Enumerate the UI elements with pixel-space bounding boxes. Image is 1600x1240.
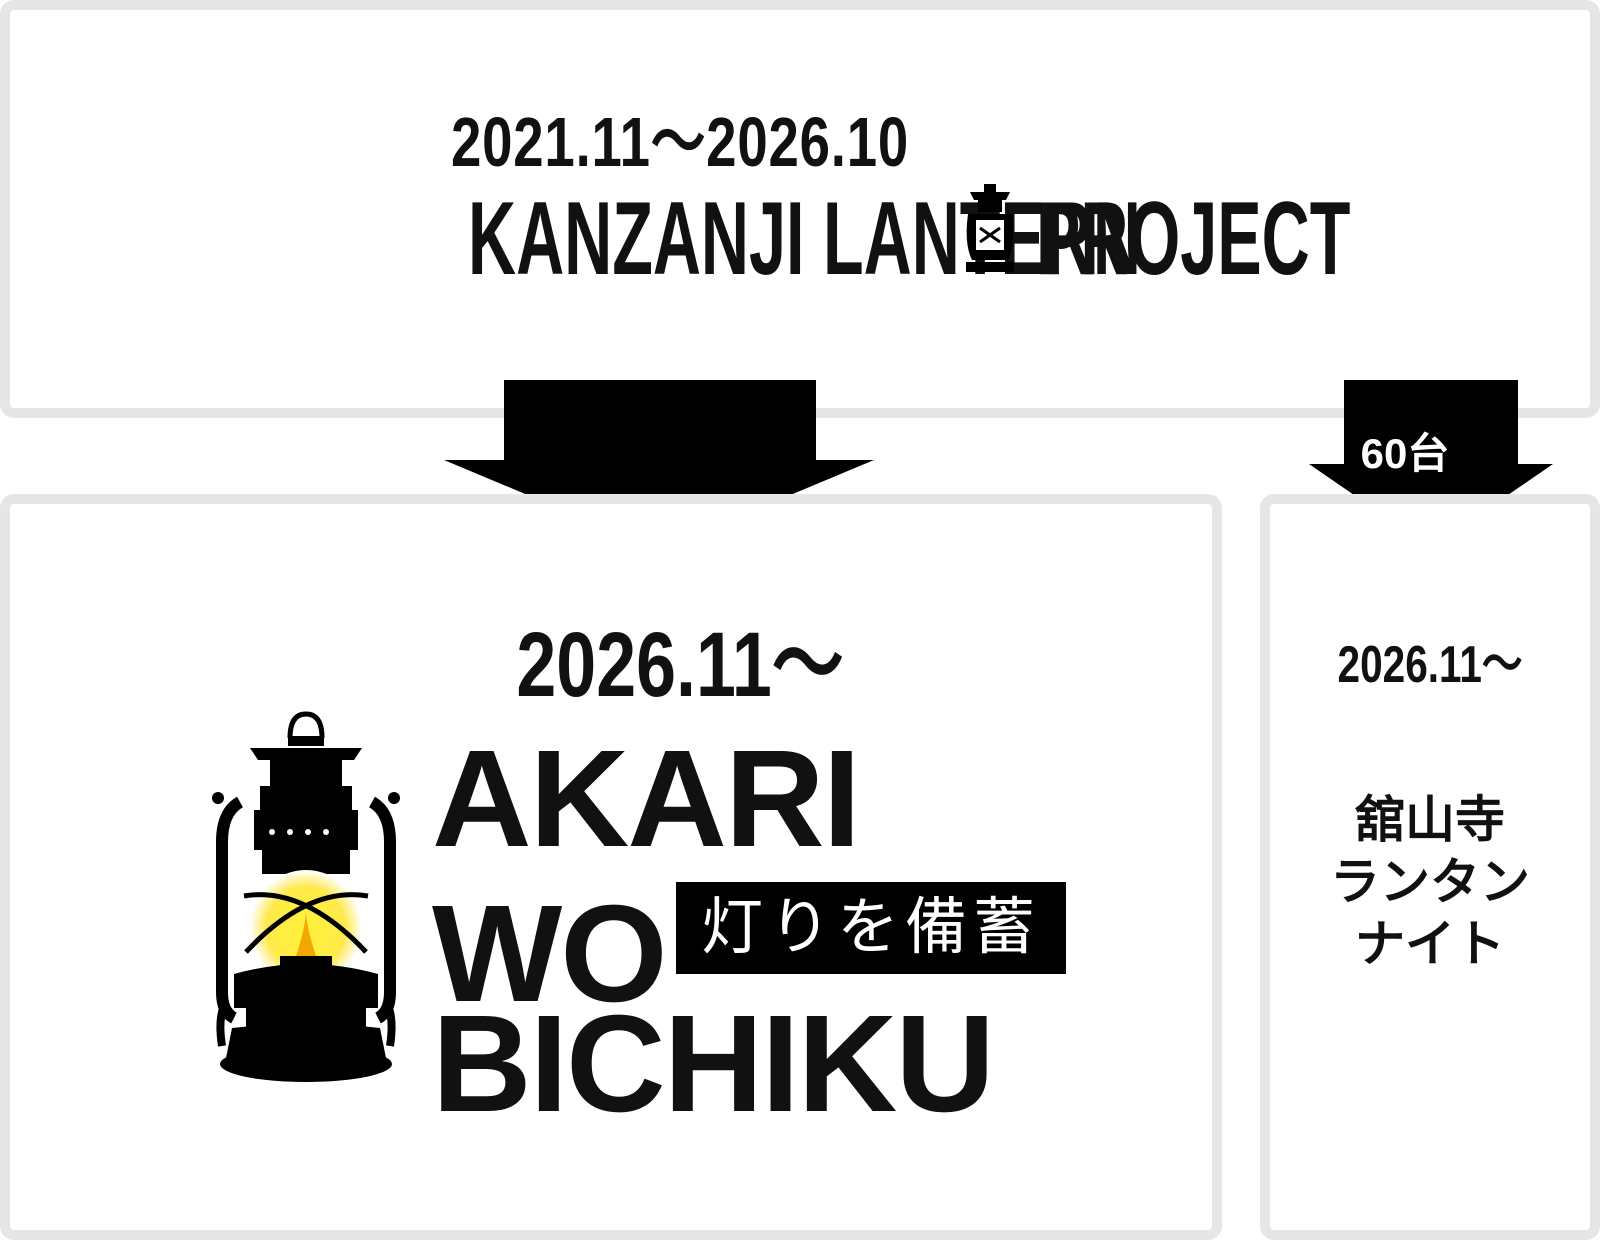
project-period-box (0, 0, 1600, 418)
down-arrow-icon (444, 380, 874, 550)
logo-word-bichiku: BICHIKU (432, 987, 995, 1141)
logo-word-akari: AKARI (432, 722, 861, 876)
lantern-night-box (1260, 494, 1600, 1240)
main-start-date: 2026.11～ (516, 614, 844, 716)
project-period: 2021.11～2026.10 (450, 103, 910, 181)
arrow-quantity-label: 60台 (1360, 430, 1450, 477)
project-title-left: KANZANJI LANTERN (468, 181, 1141, 297)
event-name-line-3: ナイト (1355, 916, 1505, 972)
event-name-line-1: 舘山寺 (1355, 792, 1505, 848)
project-title-right: PROJECT (1036, 181, 1351, 297)
akari-wo-bichiku-box (0, 494, 1222, 1240)
japanese-subtitle-badge: 灯りを備蓄 (676, 882, 1066, 974)
event-name-line-2: ランタン (1330, 854, 1530, 910)
logo-word-wo: WO (432, 877, 668, 1031)
lantern-icon (212, 711, 400, 1082)
side-start-date: 2026.11～ (1337, 636, 1523, 694)
lantern-icon (966, 184, 1014, 272)
